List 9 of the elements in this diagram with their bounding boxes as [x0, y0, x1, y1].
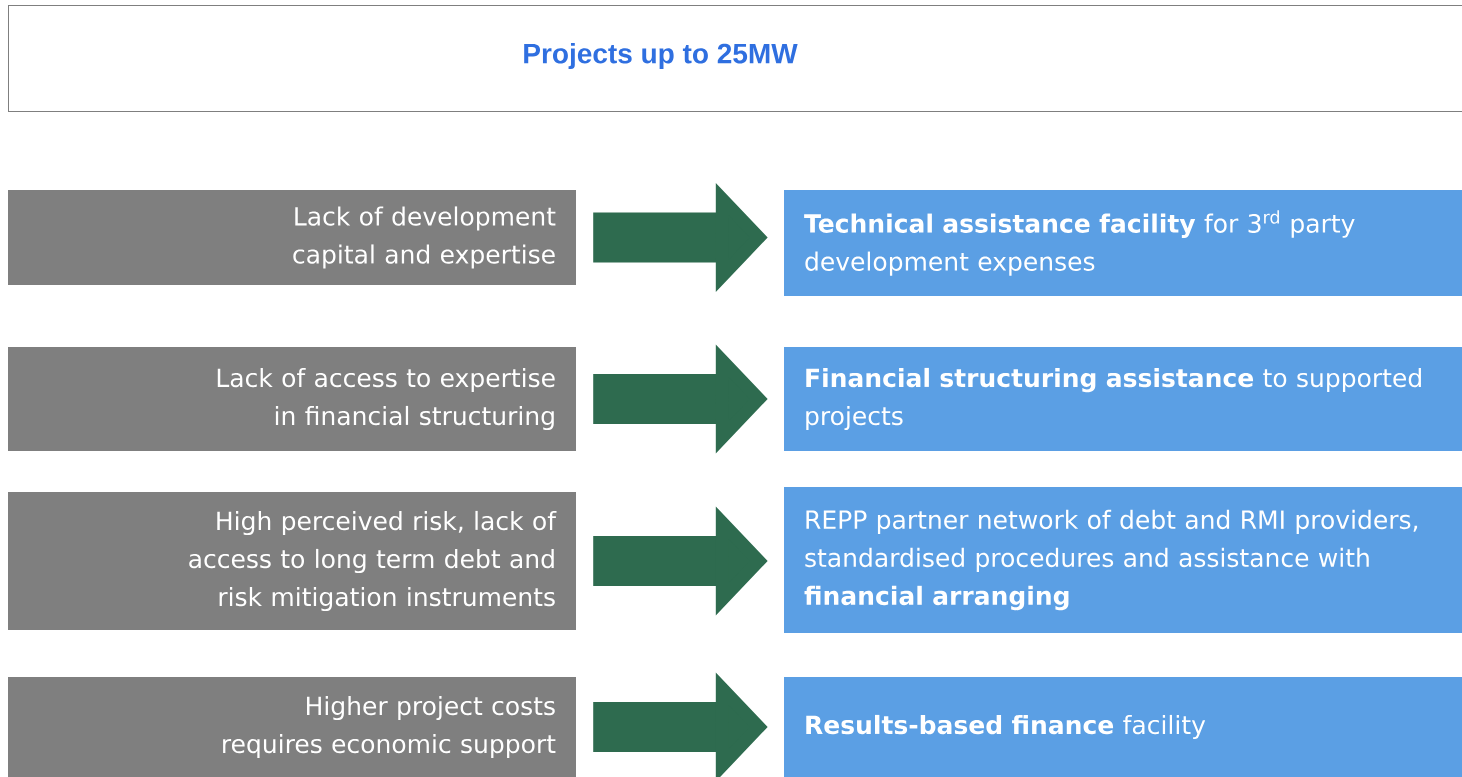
problem-box: High perceived risk, lack of access to long term debt and risk mitigation instruments: [8, 492, 576, 630]
solution-box: Technical assistance facility for 3$^{rd}$ party development expenses: [784, 190, 1462, 296]
problem-box: Higher project costs requires economic support: [8, 677, 576, 777]
problem-box: Lack of development capital and expertise: [8, 190, 576, 285]
solution-box: REPP partner network of debt and RMI providers, standardised procedures and assistance with financial arranging: [784, 487, 1462, 633]
solution-box: Results-based finance facility: [784, 677, 1462, 777]
problem-box: Lack of access to expertise in financial structuring: [8, 347, 576, 451]
solution-box: Financial structuring assistance to supported projects: [784, 347, 1462, 451]
title: Projects up to 25MW: [524, 42, 798, 70]
